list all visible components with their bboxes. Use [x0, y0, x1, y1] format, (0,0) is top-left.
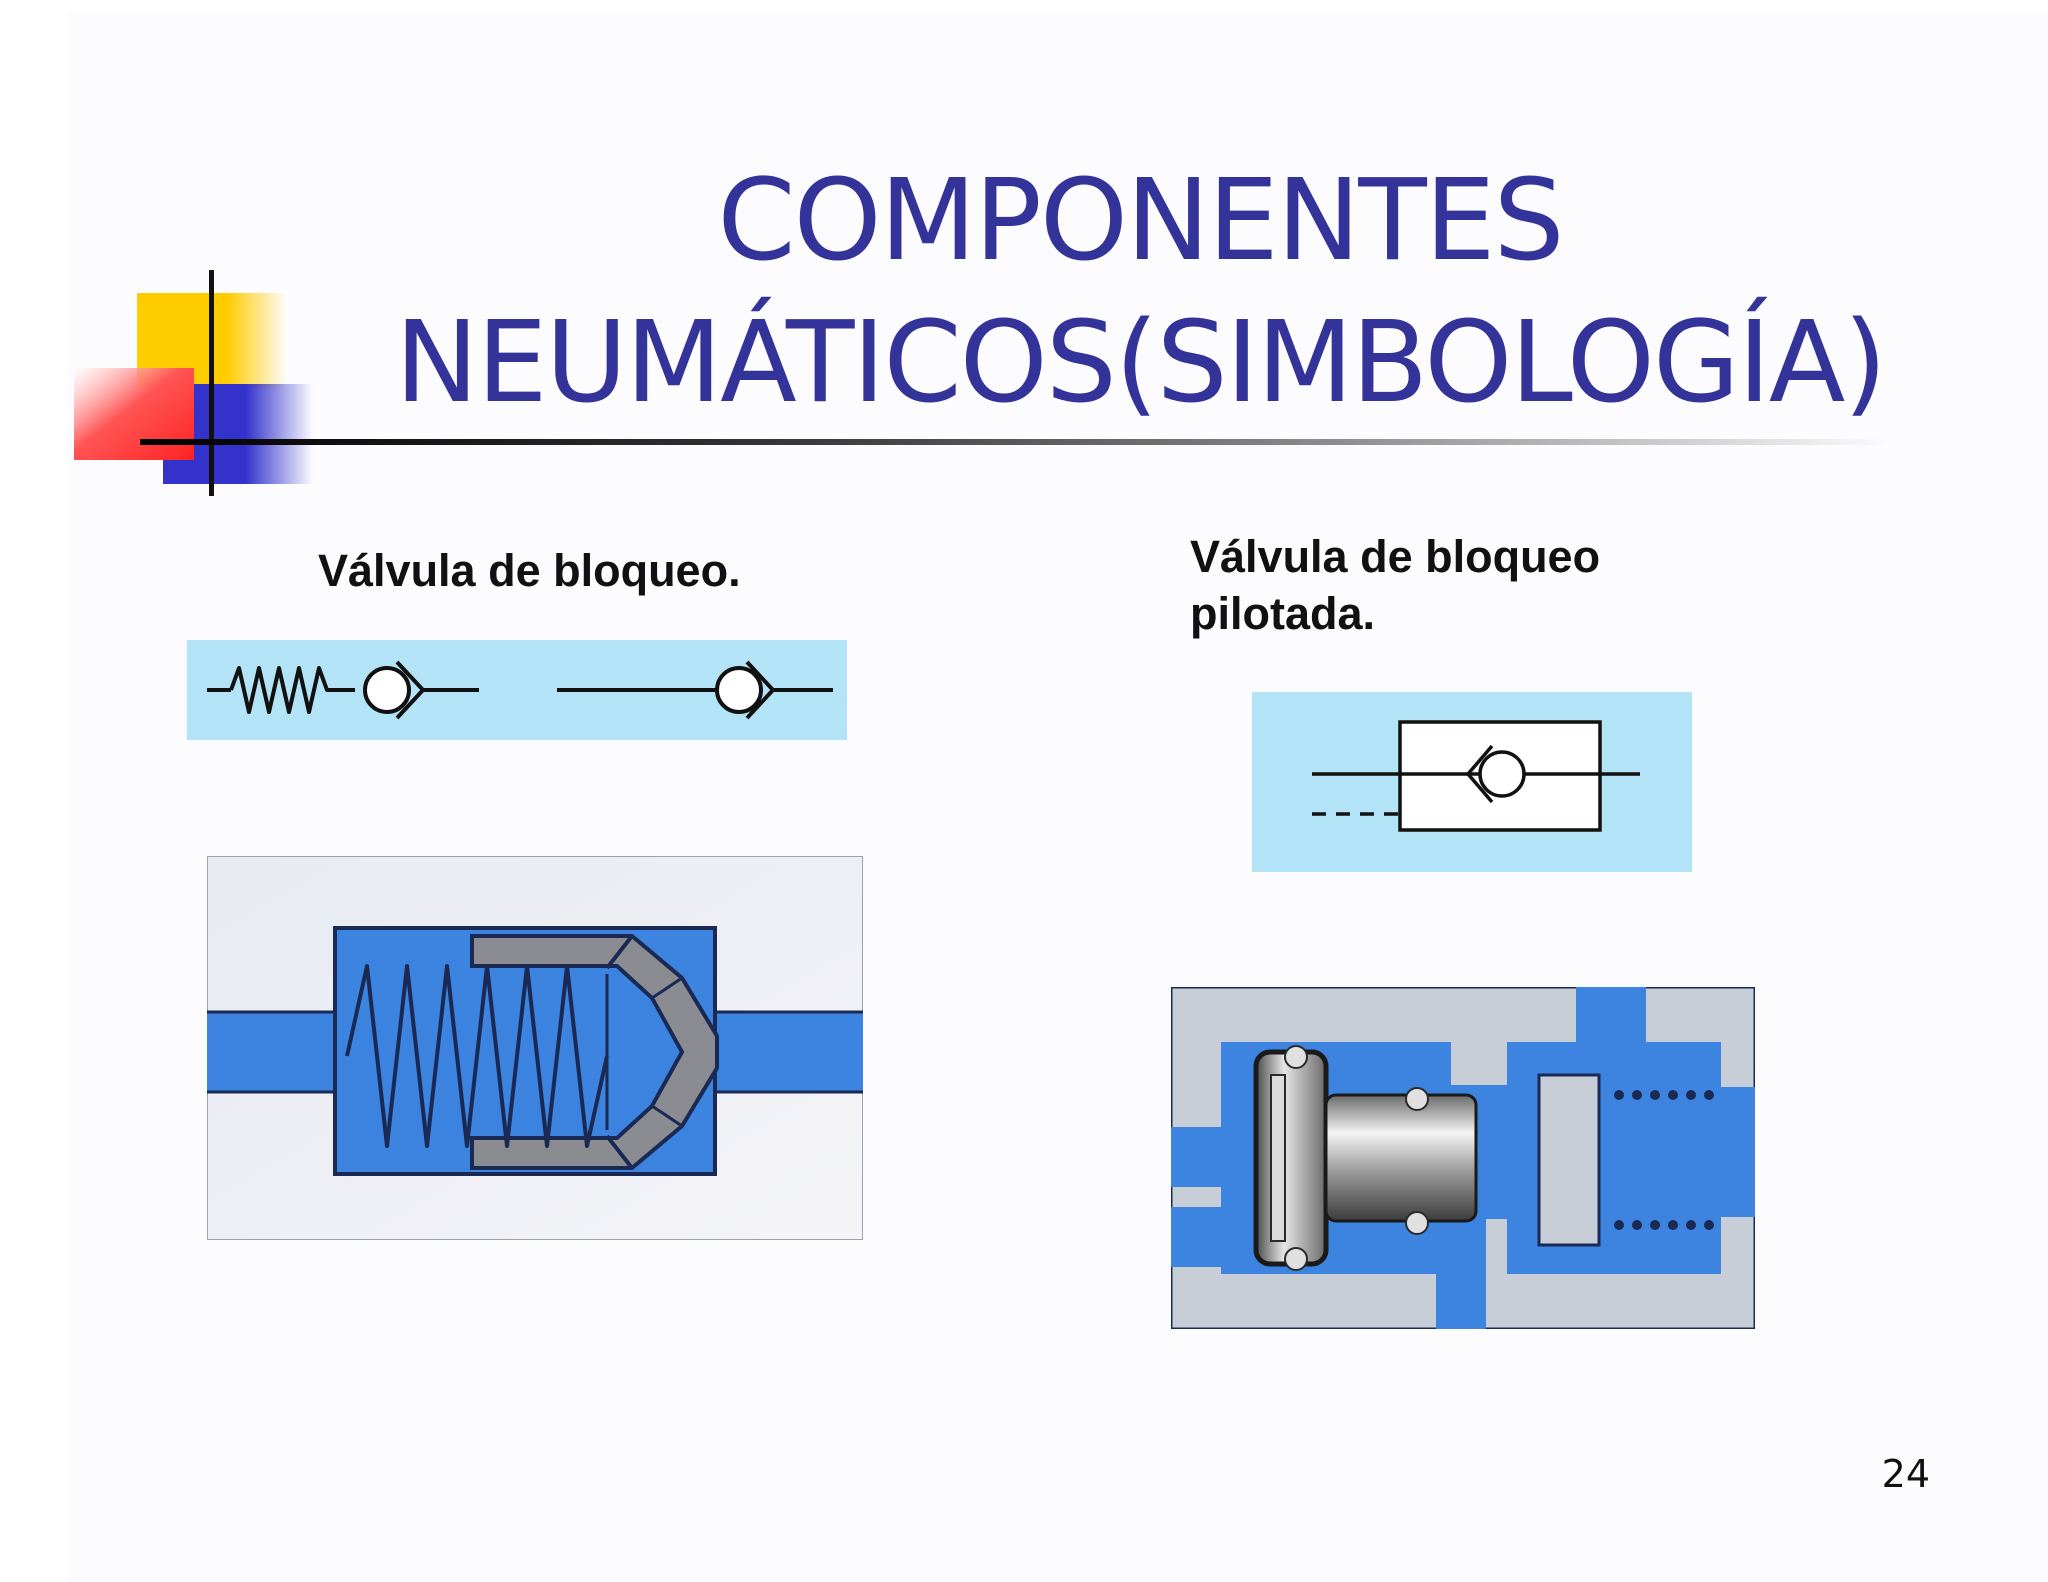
- page-number: 24: [1881, 1452, 1930, 1496]
- pilot-check-valve-symbol-panel: [1252, 692, 1692, 872]
- check-valve-cutaway: [207, 856, 863, 1240]
- title-line-2: NEUMÁTICOS(SIMBOLOGÍA): [394, 298, 1887, 428]
- spring: [345, 964, 609, 1148]
- title-line-1: COMPONENTES: [717, 156, 1564, 286]
- right-heading-line-1: Válvula de bloqueo: [1190, 531, 1601, 582]
- spring-symbol: [229, 666, 355, 714]
- right-heading-line-2: pilotada.: [1190, 588, 1376, 639]
- right-heading: Válvula de bloqueo pilotada.: [1190, 528, 1600, 642]
- pilot-check-valve-cutaway: [1171, 987, 1755, 1329]
- left-heading: Válvula de bloqueo.: [318, 545, 741, 596]
- slide-title: COMPONENTES NEUMÁTICOS(SIMBOLOGÍA): [330, 150, 1950, 434]
- check-valve-symbol-panel: [187, 640, 847, 740]
